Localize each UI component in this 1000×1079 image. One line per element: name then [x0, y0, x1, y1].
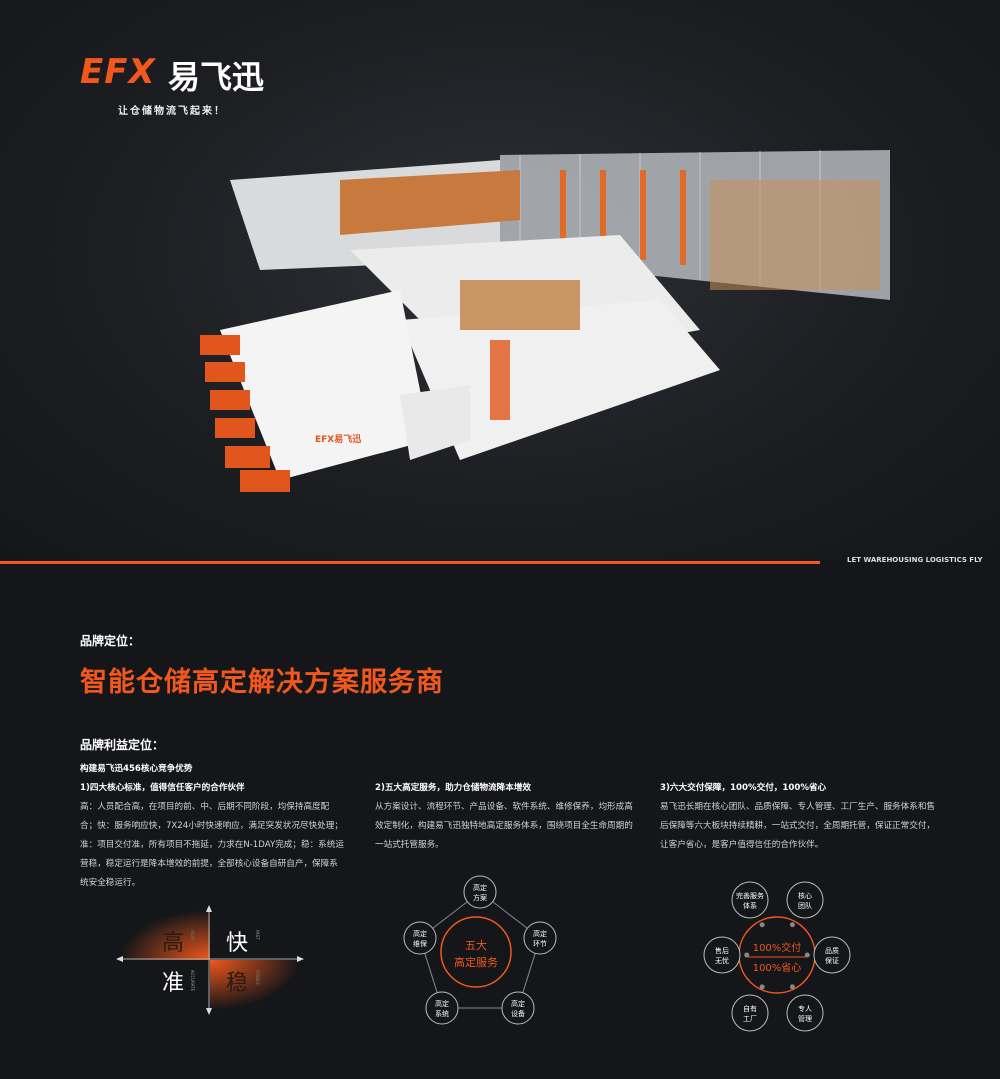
column-intro: 构建易飞迅456核心竞争优势: [80, 764, 193, 774]
svg-text:售后: 售后: [715, 946, 729, 955]
truck-label: EFX易飞迅: [315, 433, 361, 445]
svg-text:高定: 高定: [511, 999, 525, 1008]
column-body: 从方案设计、流程环节、产品设备、软件系统、维修保养，均形成高效定制化，构建易飞迅…: [375, 802, 633, 850]
svg-text:100%省心: 100%省心: [753, 961, 802, 974]
arrow-icon: [759, 984, 765, 990]
arrow-icon: [804, 952, 810, 958]
quadrant-fast: 快: [226, 931, 248, 956]
svg-text:高定: 高定: [533, 929, 547, 938]
column-title: 1)四大核心标准，值得信任客户的合作伙伴: [80, 783, 245, 793]
benefit-label: 品牌利益定位：: [80, 738, 165, 752]
guarantee-node: 核心团队: [786, 881, 824, 928]
slogan: 让仓储物流飞起来！: [118, 106, 226, 117]
guarantee-node: 专人管理: [786, 984, 824, 1032]
svg-text:高定: 高定: [473, 883, 487, 892]
column-title: 3)六大交付保障，100%交付，100%省心: [660, 783, 827, 793]
svg-text:高定: 高定: [435, 999, 449, 1008]
svg-text:品质: 品质: [825, 946, 839, 955]
column-1: 构建易飞迅456核心竞争优势 1)四大核心标准，值得信任客户的合作伙伴 高：人员…: [80, 760, 345, 893]
column-title: 2)五大高定服务，助力仓储物流降本增效: [375, 783, 532, 793]
svg-text:系统: 系统: [435, 1009, 449, 1018]
quadrant-high: 高: [162, 931, 184, 956]
svg-text:HIGH: HIGH: [190, 930, 195, 940]
svg-text:管理: 管理: [798, 1014, 812, 1023]
svg-text:STABLE: STABLE: [255, 970, 260, 985]
svg-text:ACCURATE: ACCURATE: [190, 970, 195, 992]
quadrant-stable: 稳: [226, 971, 248, 996]
warehouse-illustration: EFX易飞迅: [200, 150, 890, 492]
svg-text:体系: 体系: [743, 901, 757, 910]
svg-text:FAST: FAST: [255, 930, 260, 940]
svg-text:核心: 核心: [798, 891, 812, 900]
column-body: 高：人员配合高，在项目的前、中、后期不同阶段，均保持高度配合；快：服务响应快，7…: [80, 802, 344, 888]
svg-text:方案: 方案: [473, 893, 487, 902]
column-3: 3)六大交付保障，100%交付，100%省心 易飞迅长期在核心团队、品质保障、专…: [660, 779, 940, 855]
svg-text:保证: 保证: [825, 956, 839, 965]
brand-headline: 智能仓储高定解决方案服务商: [80, 667, 444, 698]
column-body: 易飞迅长期在核心团队、品质保障、专人管理、工厂生产、服务体系和售后保障等六大板块…: [660, 802, 936, 850]
arrow-icon: [759, 922, 765, 928]
tagline-en: LET WAREHOUSING LOGISTICS FLY: [847, 556, 983, 564]
svg-text:100%交付: 100%交付: [753, 941, 802, 954]
svg-text:专人: 专人: [798, 1004, 812, 1013]
quadrant-diagram: 高 快 准 稳 HIGH FAST ACCURATE STABLE: [116, 905, 304, 1015]
svg-text:团队: 团队: [798, 901, 812, 910]
svg-text:高定: 高定: [413, 929, 427, 938]
svg-text:五大: 五大: [465, 938, 487, 952]
arrow-icon: [744, 952, 750, 958]
svg-text:环节: 环节: [533, 940, 547, 948]
svg-text:维保: 维保: [413, 939, 427, 948]
svg-text:无忧: 无忧: [715, 956, 729, 965]
svg-text:高定服务: 高定服务: [454, 955, 498, 969]
quadrant-accurate: 准: [162, 971, 184, 996]
arrow-icon: [789, 984, 795, 990]
svg-text:设备: 设备: [511, 1009, 525, 1018]
divider-line: [0, 561, 820, 564]
column-2: 2)五大高定服务，助力仓储物流降本增效 从方案设计、流程环节、产品设备、软件系统…: [375, 779, 640, 855]
logo-en: EFX: [80, 52, 156, 92]
arrow-icon: [789, 922, 795, 928]
brand-position-label: 品牌定位：: [80, 634, 141, 648]
svg-text:自有: 自有: [743, 1004, 757, 1013]
logo-cn: 易飞迅: [168, 58, 265, 96]
svg-text:完善服务: 完善服务: [736, 891, 764, 900]
svg-text:工厂: 工厂: [743, 1015, 757, 1023]
